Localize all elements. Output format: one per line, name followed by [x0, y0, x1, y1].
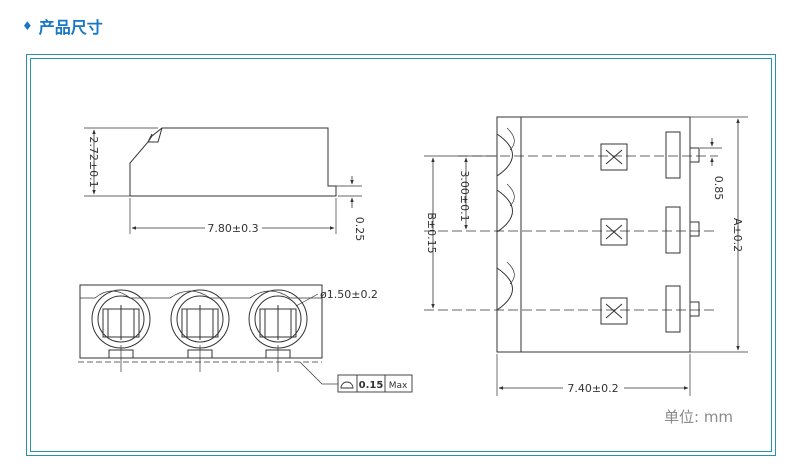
- top-width-dim: 7.40±0.2: [567, 382, 618, 395]
- side-view-body: [129, 127, 337, 197]
- profile-surface-icon: [340, 381, 354, 389]
- pad-row-2: [600, 206, 700, 254]
- flatness-value: 0.15: [359, 380, 384, 391]
- diamond-icon: ♦: [22, 19, 33, 33]
- top-span-dim: B±0.15: [425, 212, 438, 253]
- front-view-body: [79, 284, 323, 359]
- led-lens-3: [248, 289, 308, 349]
- section-title: 产品尺寸: [38, 18, 103, 37]
- top-height-dim: A±0.2: [731, 218, 744, 252]
- side-height-dim: 2.72±0.1: [87, 136, 100, 187]
- section-heading: ♦ 产品尺寸: [22, 14, 103, 38]
- top-pitch-dim: 3.00±0.1: [458, 170, 471, 221]
- drawing-frame: [26, 54, 776, 456]
- unit-label: 单位: mm: [664, 408, 734, 426]
- top-view: [424, 116, 748, 396]
- side-length-dim: 7.80±0.3: [207, 222, 258, 235]
- front-view: [78, 284, 413, 393]
- drawing-frame-inner: [30, 58, 772, 452]
- top-view-body: [496, 116, 691, 353]
- side-step-dim: 0.25: [353, 217, 366, 242]
- pad-row-3: [600, 285, 700, 333]
- side-view: [84, 127, 362, 234]
- front-diameter-dim: ø1.50±0.2: [320, 288, 378, 301]
- flatness-frame: [337, 374, 413, 393]
- top-small-dim: 0.85: [712, 176, 725, 201]
- flatness-max: Max: [389, 381, 408, 391]
- pad-row-1: [600, 131, 700, 179]
